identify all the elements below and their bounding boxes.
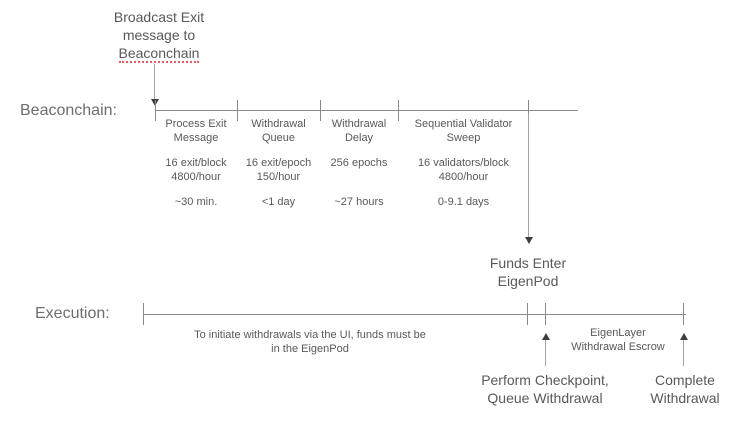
segment-rate: 16 exit/block 4800/hour [165,157,227,183]
beaconchain-tick [398,100,399,121]
beaconchain-tick [155,100,156,121]
broadcast-arrow-shaft [154,64,155,100]
segment-title: Withdrawal Delay [331,118,387,144]
complete-arrow-shaft [683,340,684,366]
funds-enter-eigenpod-label: Funds Enter EigenPod [489,255,567,289]
segment-rate: 16 validators/block 4800/hour [417,157,510,183]
segment-rate: 16 exit/epoch 150/hour [245,157,312,183]
beaconchain-tick [237,100,238,121]
beaconchain-tick [320,100,321,121]
execution-tick [143,303,144,325]
execution-tick [683,303,684,325]
segment-title: Withdrawal Queue [251,118,306,144]
beaconchain-misspelled-word: Beaconchain [118,45,200,63]
segment-duration: 0-9.1 days [437,196,490,208]
segment-withdrawal-queue: Withdrawal Queue 16 exit/epoch 150/hour … [237,118,320,218]
funds-arrow-shaft [528,113,529,238]
segment-duration: <1 day [261,196,296,208]
segment-title: Sequential Validator Sweep [414,118,513,144]
checkpoint-arrow-up-icon [541,333,550,340]
segment-rate: 256 epochs [330,157,388,169]
execution-timeline [143,314,686,315]
segment-process-exit-message: Process Exit Message 16 exit/block 4800/… [155,118,237,218]
segment-sequential-validator-sweep: Sequential Validator Sweep 16 validators… [398,118,529,218]
broadcast-exit-note-line: message to [122,27,196,43]
complete-withdrawal-label: Complete Withdrawal [650,372,720,406]
execution-row-label: Execution: [35,305,110,322]
beaconchain-row-label: Beaconchain: [20,102,117,119]
broadcast-exit-note-line: Beaconchain [79,44,239,63]
perform-checkpoint-label: Perform Checkpoint, Queue Withdrawal [481,372,609,406]
execution-tick [527,303,528,325]
beaconchain-timeline [155,110,578,111]
funds-arrow-down-icon [524,237,533,244]
segment-title: Process Exit Message [165,118,227,144]
eigenlayer-withdrawal-escrow-label: EigenLayer Withdrawal Escrow [571,327,665,353]
execution-tick [545,303,546,325]
broadcast-exit-note: Broadcast Exit message to Beaconchain [79,8,239,63]
beaconchain-tick [528,100,529,121]
broadcast-arrow-down-icon [150,99,159,106]
complete-arrow-up-icon [679,333,688,340]
segment-duration: ~27 hours [334,196,384,208]
broadcast-exit-note-line: Broadcast Exit [113,9,205,25]
segment-duration: ~30 min. [174,196,218,208]
checkpoint-arrow-shaft [545,340,546,366]
segment-withdrawal-delay: Withdrawal Delay 256 epochs ~27 hours [320,118,398,218]
initiate-withdrawals-note: To initiate withdrawals via the UI, fund… [194,329,426,355]
